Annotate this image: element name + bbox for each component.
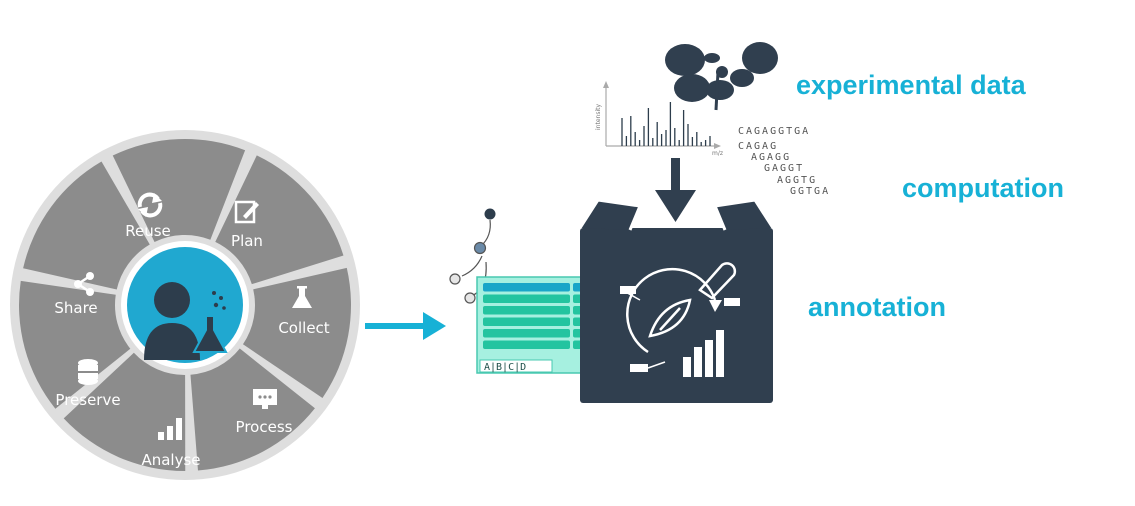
table-row-cell — [483, 294, 570, 303]
spectrum-x-label: m/z — [712, 150, 723, 157]
sequence-line: CAGAGGTGA — [738, 126, 810, 137]
table-row-cell — [483, 306, 570, 315]
table-column-headers: A|B|C|D — [484, 362, 526, 373]
flask-icon — [292, 286, 312, 308]
database-icon — [78, 359, 98, 385]
table-row-cell — [483, 340, 570, 349]
reuse-icon — [137, 192, 163, 218]
stage-label-collect: Collect — [278, 319, 329, 337]
stage-label-reuse: Reuse — [125, 222, 171, 240]
mass-spectrum: m/z intensity — [595, 81, 723, 157]
stage-label-plan: Plan — [231, 232, 263, 250]
tag-rect — [724, 298, 740, 306]
stage-label-process: Process — [236, 418, 293, 436]
wheel-segment — [23, 161, 150, 290]
stage-label-preserve: Preserve — [55, 391, 120, 409]
sequence-line: GAGGT — [764, 163, 804, 174]
sequence-line: AGGTG — [777, 175, 817, 186]
table-row-cell — [483, 329, 570, 338]
data-box — [578, 158, 775, 403]
wheel-segment — [19, 280, 131, 409]
wheel-segment — [242, 267, 351, 399]
table-row-cell — [483, 283, 570, 292]
stage-label-analyse: Analyse — [141, 451, 200, 469]
stage-label-share: Share — [54, 299, 97, 317]
spectrum-y-label: intensity — [595, 104, 602, 130]
plan-icon — [234, 200, 259, 224]
dna-sequences: CAGAGGTGA CAGAG AGAGG GAGGT AGGTG GGTGA — [738, 126, 830, 197]
share-icon — [74, 272, 94, 296]
tag-rect — [620, 286, 636, 294]
sequence-line: CAGAG — [738, 141, 778, 152]
plant-icon — [665, 42, 778, 111]
label-annotation: annotation — [808, 292, 946, 322]
flow-arrow — [365, 312, 446, 340]
lifecycle-wheel: Reuse Plan Collect Process Analyse Prese… — [10, 130, 360, 480]
table-row-cell — [483, 317, 570, 326]
sequence-line: AGAGG — [751, 152, 791, 163]
tag-rect — [630, 364, 648, 372]
wheel-segment — [215, 155, 344, 285]
label-experimental-data: experimental data — [796, 70, 1027, 100]
box-bar-chart — [683, 330, 724, 377]
sequence-line: GGTGA — [790, 186, 830, 197]
scientist-icon — [144, 282, 228, 360]
wheel-segments — [19, 139, 351, 472]
bar-chart-icon — [158, 418, 182, 440]
wheel-segment — [190, 348, 315, 471]
wheel-segment — [63, 352, 186, 472]
label-computation: computation — [902, 173, 1064, 203]
monitor-icon — [253, 389, 277, 409]
spectrum-peaks — [621, 102, 711, 146]
